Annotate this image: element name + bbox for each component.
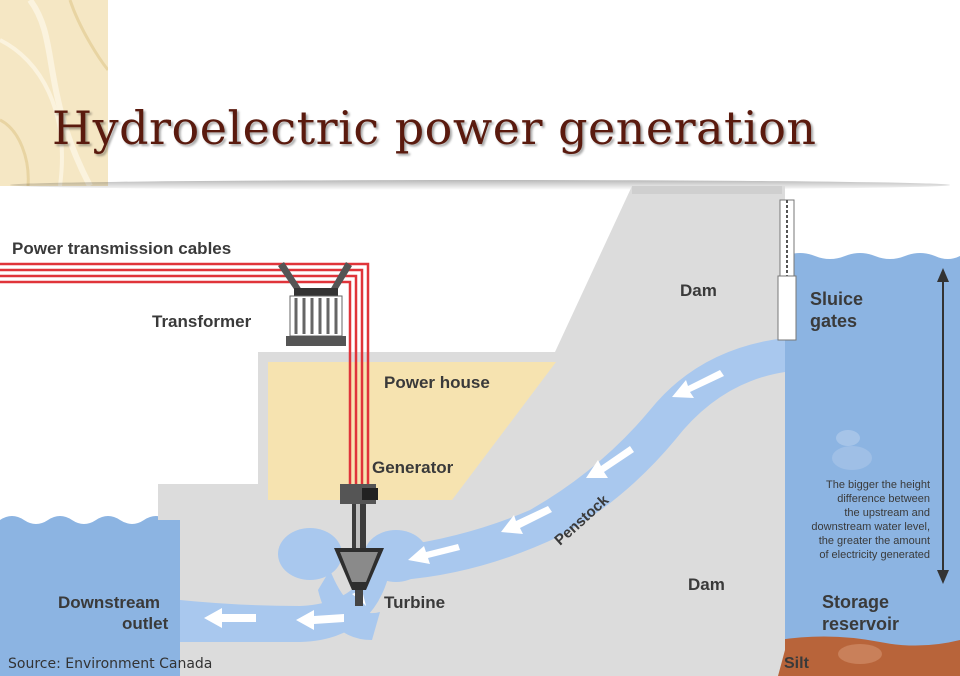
height-note-line: of electricity generated — [819, 549, 930, 561]
source-credit: Source: Environment Canada — [8, 656, 212, 672]
scroll-case-right — [364, 530, 428, 582]
power-house — [268, 362, 556, 500]
height-note-line: The bigger the height — [826, 479, 930, 491]
height-difference-arrow — [937, 268, 949, 584]
title-divider-shadow — [10, 180, 950, 190]
silt-label: Silt — [784, 655, 810, 672]
corner-decoration — [0, 0, 108, 186]
sluice-gate — [777, 199, 797, 341]
scroll-case-left — [278, 528, 342, 580]
downstream-outlet-label-line1: Downstream — [58, 593, 160, 612]
power-transmission-cables — [0, 262, 370, 484]
title-band: Hydroelectric power generation — [0, 0, 960, 190]
turbine-label: Turbine — [384, 593, 445, 612]
dam-bottom-label: Dam — [688, 575, 725, 594]
generator-turbine-assembly — [334, 484, 384, 606]
generator-label: Generator — [372, 458, 454, 477]
slide-title: Hydroelectric power generation — [52, 101, 817, 155]
penstock — [400, 338, 785, 580]
downstream-outlet-label-line2: outlet — [122, 614, 169, 633]
storage-reservoir-label-line1: Storage — [822, 592, 889, 612]
reservoir-rocks — [832, 430, 882, 664]
height-note-line: the greater the amount — [819, 535, 930, 547]
transformer-label: Transformer — [152, 312, 252, 331]
height-note-line: downstream water level, — [811, 521, 930, 533]
sluice-gates-label-line2: gates — [810, 311, 857, 331]
height-note-line: the upstream and — [844, 507, 930, 519]
downstream-water — [0, 516, 180, 676]
power-house-label: Power house — [384, 373, 490, 392]
power-cables-label: Power transmission cables — [12, 239, 231, 258]
dam-top-label: Dam — [680, 281, 717, 300]
hydro-diagram: Power transmission cables Transformer Da… — [0, 186, 960, 676]
dam-crest — [632, 186, 782, 194]
height-note-line: difference between — [837, 493, 930, 505]
height-note: The bigger the height difference between… — [811, 479, 930, 561]
sluice-gates-label-line1: Sluice — [810, 289, 863, 309]
transformer — [278, 262, 352, 346]
storage-reservoir-label-line2: reservoir — [822, 614, 899, 634]
storage-reservoir-water — [785, 253, 960, 676]
